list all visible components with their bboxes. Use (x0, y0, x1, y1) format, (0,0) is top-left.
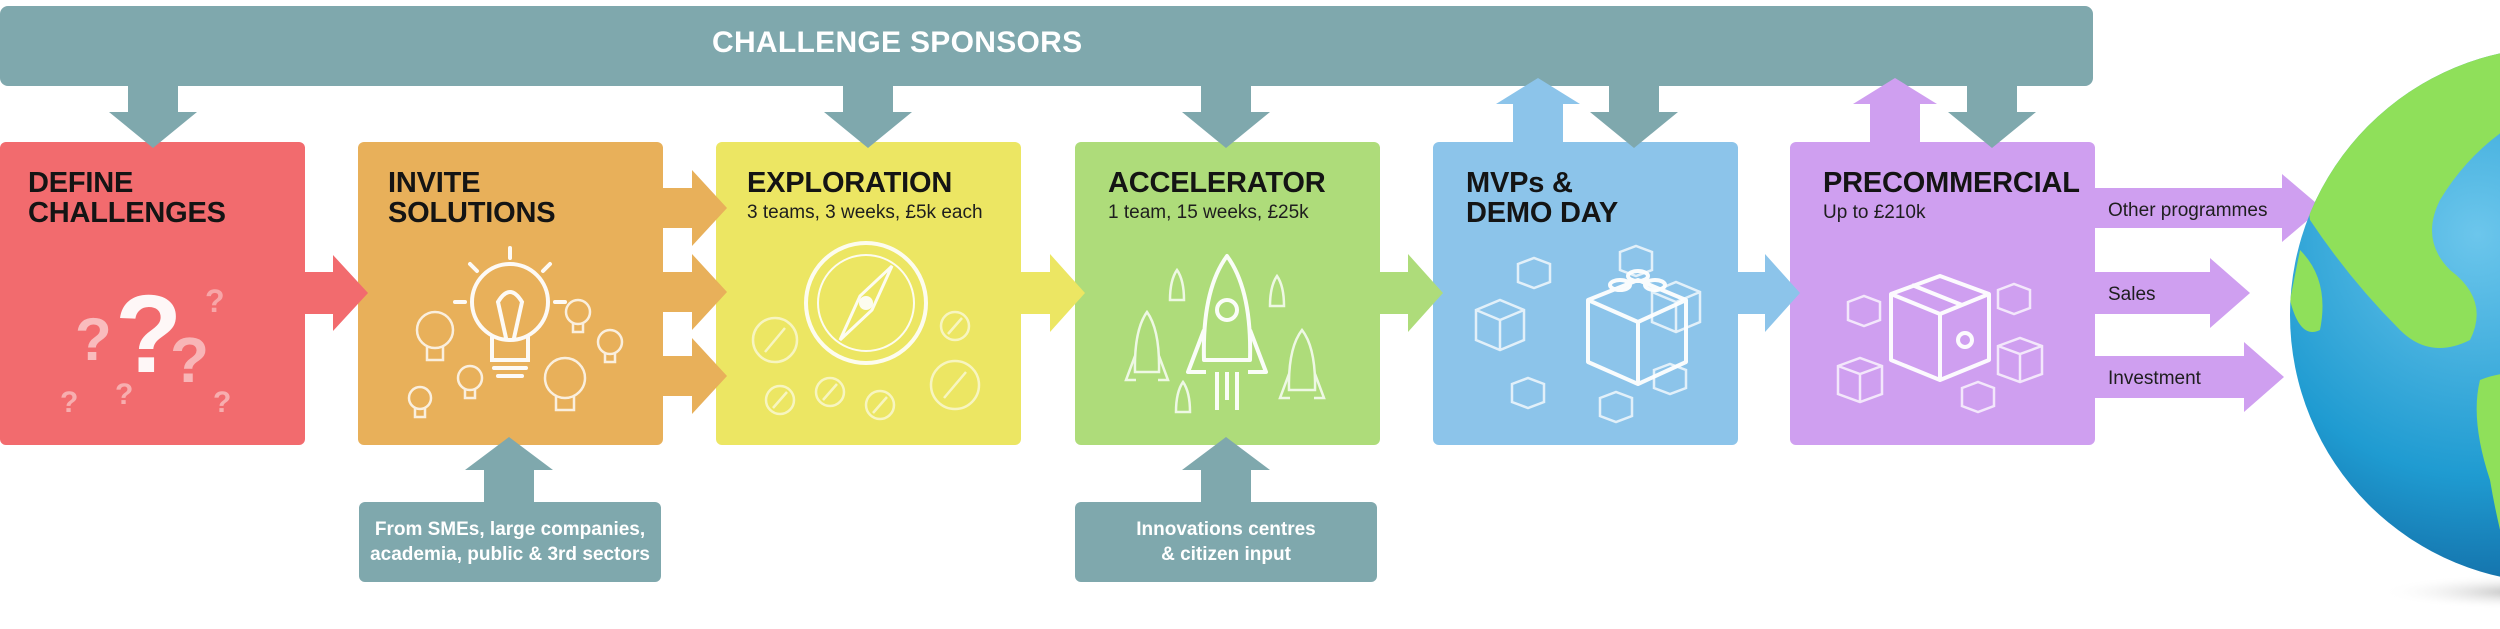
challenge-sponsors-title: CHALLENGE SPONSORS (712, 26, 1083, 59)
stage-mvps-demo-day: MVPs & DEMO DAY (1433, 142, 1738, 445)
svg-text:?: ? (115, 378, 133, 411)
stage-title: INVITE SOLUTIONS (388, 167, 556, 229)
small-rockets-icon (1124, 267, 1326, 414)
down-arrow-exploration (824, 86, 912, 148)
small-lightbulbs-icon (407, 298, 624, 419)
svg-text:?: ? (213, 386, 231, 419)
question-marks-icon: ? ? ? ? ? ? ? (60, 273, 231, 419)
down-arrow-precommercial (1948, 86, 2036, 148)
stage-title: ACCELERATOR (1108, 167, 1326, 199)
stage-subtitle: Up to £210k (1823, 202, 1926, 223)
building-blocks-icon (1586, 269, 1688, 386)
stage-title: MVPs & DEMO DAY (1466, 167, 1619, 229)
up-arrow-accelerator-input (1182, 437, 1270, 502)
small-compasses-icon (751, 310, 981, 421)
up-arrow-solutions-source (465, 437, 553, 502)
small-boxes-icon (1836, 282, 2044, 414)
arrow-mvp-to-precommercial (1738, 254, 1800, 332)
lightbulbs-icon (453, 246, 567, 378)
boxes-icon (1889, 274, 1991, 382)
stage-title: DEFINE CHALLENGES (28, 167, 226, 229)
globe-icon (2290, 47, 2500, 610)
arrows-invite-to-exploration (663, 170, 727, 414)
outcome-label-sales: Sales (2108, 284, 2156, 305)
outcome-arrow-other-programmes (2095, 174, 2322, 242)
up-arrow-mvp (1496, 78, 1580, 142)
down-arrow-accelerator (1182, 86, 1270, 148)
outcome-label-other-programmes: Other programmes (2108, 200, 2268, 221)
stage-title: PRECOMMERCIAL (1823, 167, 2080, 199)
challenge-sponsors-bar (0, 6, 2093, 86)
down-arrow-mvp (1590, 86, 1678, 148)
arrow-define-to-invite (305, 255, 368, 331)
outcome-arrow-investment (2095, 342, 2284, 412)
sponsor-down-arrows (109, 86, 2036, 148)
svg-text:?: ? (205, 283, 225, 319)
note-solutions-source: From SMEs, large companies, academia, pu… (359, 502, 661, 582)
outcome-label-investment: Investment (2108, 368, 2201, 389)
rocket-icon (1186, 254, 1268, 410)
stage-subtitle: 1 team, 15 weeks, £25k (1108, 202, 1309, 223)
arrow-exploration-to-accelerator (1021, 254, 1085, 332)
svg-text:?: ? (170, 324, 209, 396)
outcome-arrows (2095, 174, 2322, 412)
up-arrow-precommercial (1853, 78, 1937, 142)
stage-define-challenges: DEFINE CHALLENGES (0, 142, 305, 445)
down-arrow-define (109, 86, 197, 148)
note-accelerator-input: Innovations centres & citizen input (1075, 502, 1377, 582)
svg-text:?: ? (115, 273, 182, 396)
small-blocks-icon (1474, 244, 1702, 424)
outcome-arrow-sales (2095, 258, 2250, 328)
arrow-accelerator-to-mvp (1380, 254, 1443, 332)
stage-subtitle: 3 teams, 3 weeks, £5k each (747, 202, 983, 223)
svg-text:?: ? (60, 386, 78, 419)
stage-title: EXPLORATION (747, 167, 953, 199)
compass-icon (804, 241, 928, 365)
svg-text:?: ? (75, 306, 112, 373)
